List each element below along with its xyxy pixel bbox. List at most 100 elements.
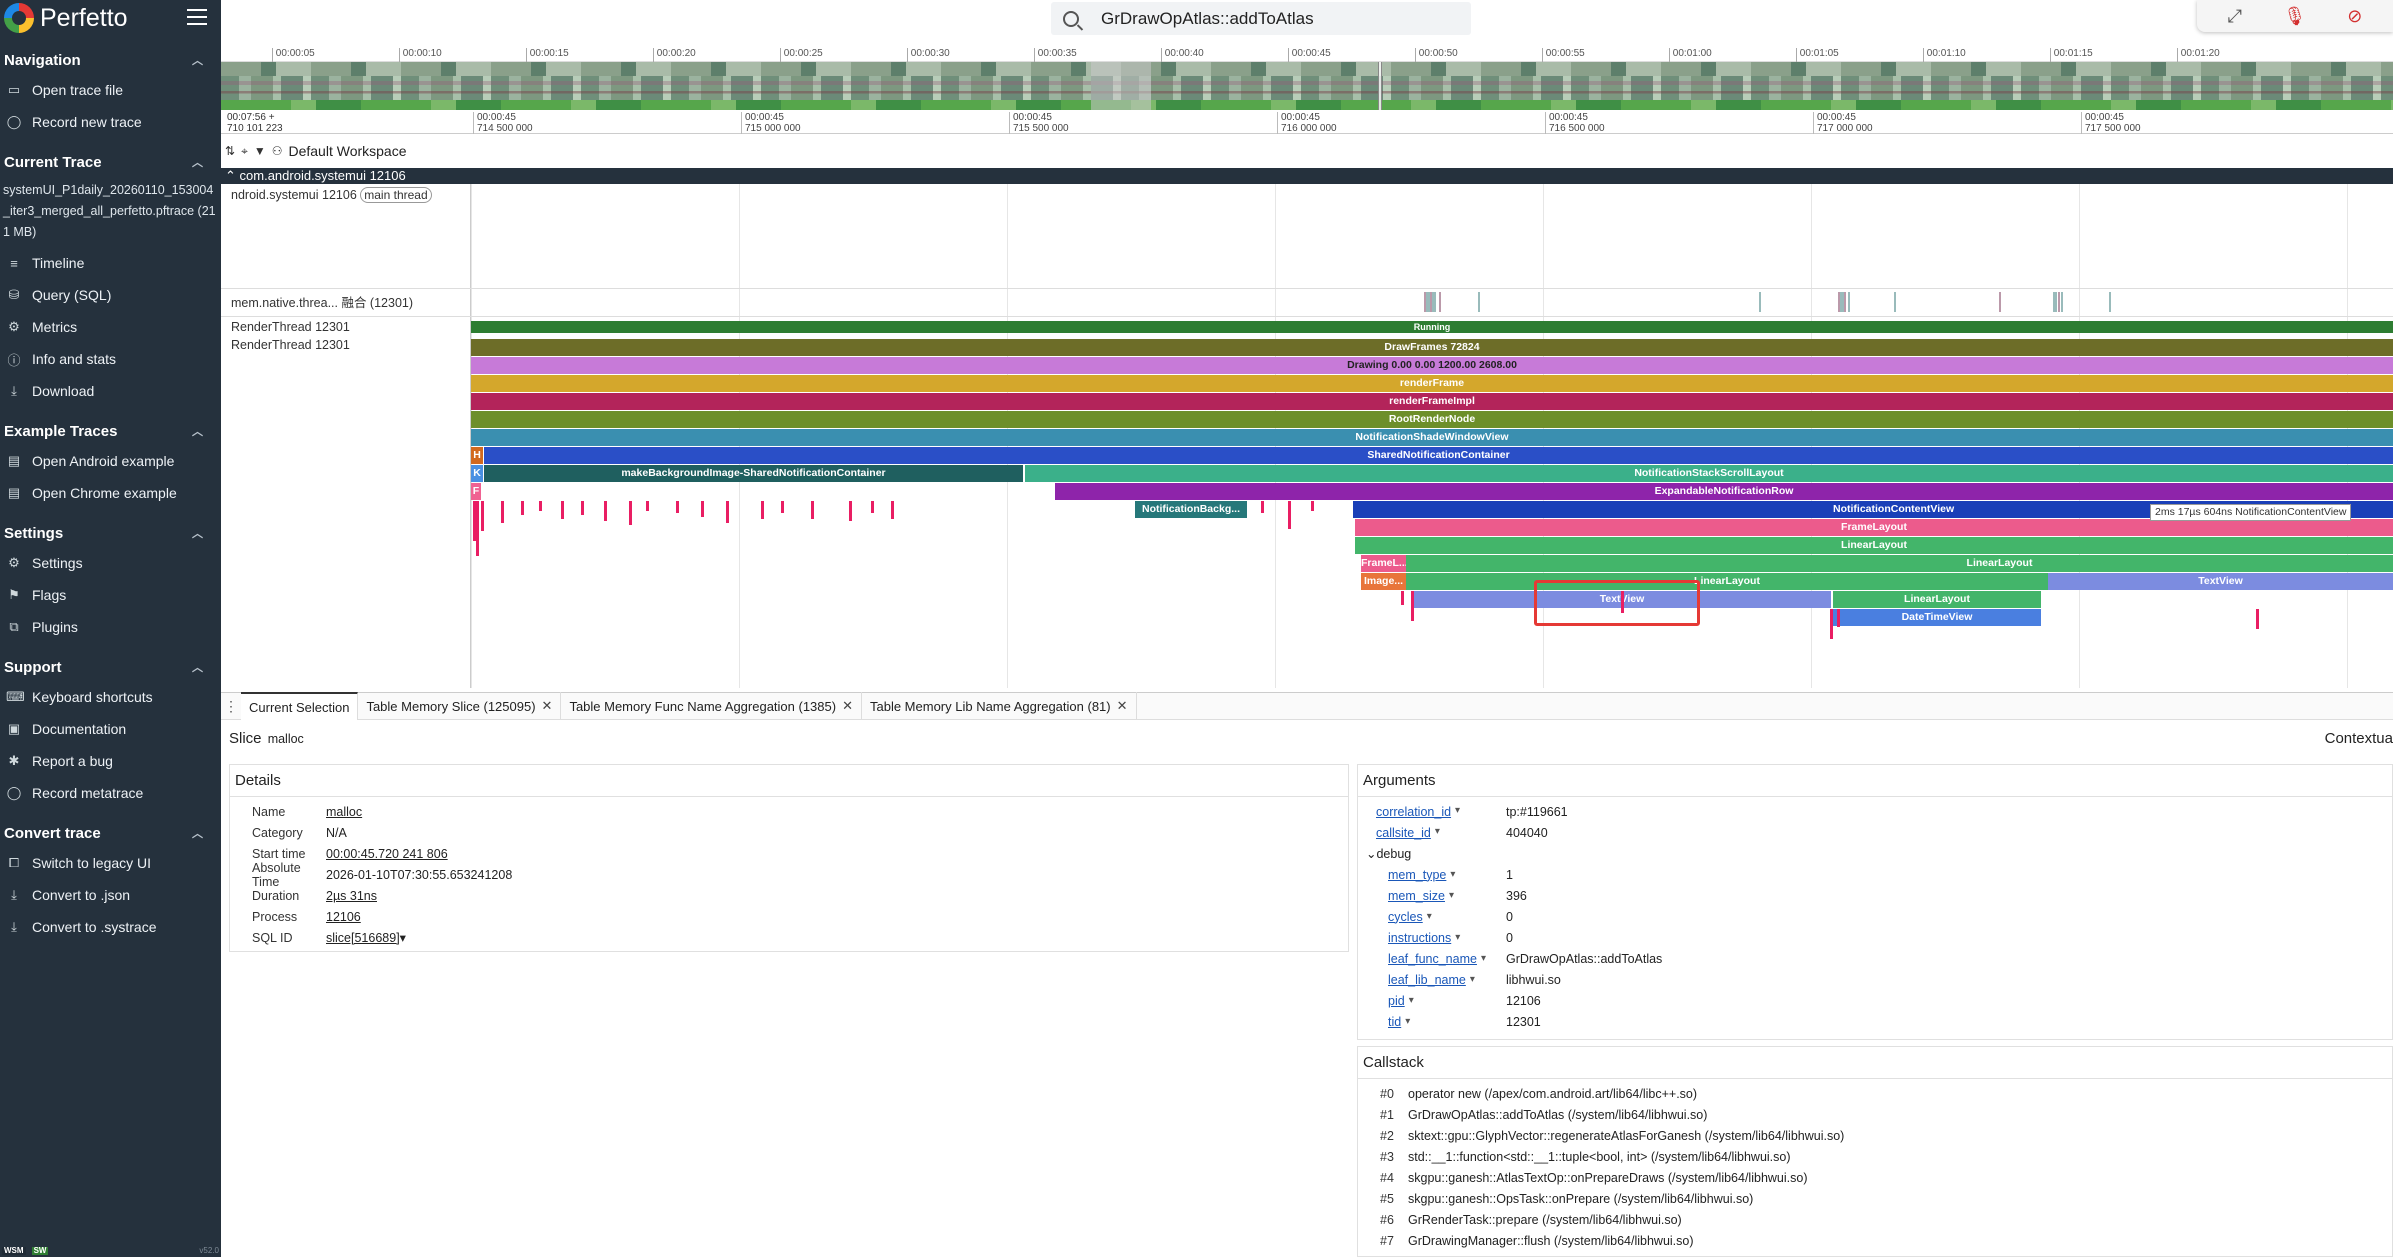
argument-key[interactable]: leaf_lib_name: [1388, 972, 1466, 987]
details-value[interactable]: 2µs 31ns: [326, 888, 377, 903]
slice-linearlayout-3[interactable]: LinearLayout: [1406, 573, 2048, 590]
dropdown-arrow-icon[interactable]: ▾: [1434, 825, 1440, 837]
slice-textview-2[interactable]: TextView: [2048, 573, 2393, 590]
close-icon[interactable]: ✕: [842, 698, 853, 713]
slice-sharednotificationcontainer[interactable]: SharedNotificationContainer: [484, 447, 2393, 464]
slice-framelayout[interactable]: FrameLayout: [1355, 519, 2393, 536]
slice-f[interactable]: F: [471, 483, 481, 500]
sidebar-section-title[interactable]: Current Trace︿: [0, 148, 221, 176]
overview-visible-window[interactable]: [1378, 62, 1382, 110]
sidebar-section-title[interactable]: Settings︿: [0, 519, 221, 547]
sidebar-item[interactable]: ◯Record new trace: [0, 106, 221, 138]
search-input[interactable]: GrDrawOpAtlas::addToAtlas: [1101, 8, 1314, 28]
argument-key[interactable]: pid: [1388, 993, 1405, 1008]
argument-key[interactable]: cycles: [1388, 909, 1423, 924]
chevron-up-icon[interactable]: ⌃: [225, 168, 236, 183]
dropdown-arrow-icon[interactable]: ▾: [1426, 911, 1432, 922]
slice-image-small[interactable]: Image...: [1361, 573, 1406, 590]
slice-makebackgroundimage[interactable]: makeBackgroundImage-SharedNotificationCo…: [484, 465, 1023, 482]
slice-notificationshadewindowview[interactable]: NotificationShadeWindowView: [471, 429, 2393, 446]
dropdown-arrow-icon[interactable]: ▾: [1448, 890, 1454, 901]
bottom-tab[interactable]: Table Memory Func Name Aggregation (1385…: [561, 692, 862, 720]
more-vert-icon[interactable]: ⋮: [224, 697, 238, 714]
process-track-header[interactable]: ⌃ com.android.systemui 12106: [221, 168, 2393, 184]
dropdown-arrow-icon[interactable]: ▾: [1480, 953, 1486, 964]
small-slice[interactable]: [539, 501, 542, 511]
slice-renderframeimpl[interactable]: renderFrameImpl: [471, 393, 2393, 410]
dropdown-arrow-icon[interactable]: ▾: [1455, 804, 1461, 816]
sidebar-section-title[interactable]: Support︿: [0, 653, 221, 681]
filter-icon[interactable]: ▼: [253, 144, 266, 158]
small-slice[interactable]: [1411, 591, 1414, 621]
overview-heatmap[interactable]: [221, 62, 2393, 110]
small-slice[interactable]: [781, 501, 784, 513]
dropdown-arrow-icon[interactable]: ▾: [1450, 869, 1456, 880]
small-slice[interactable]: [871, 501, 874, 513]
small-slice[interactable]: [476, 501, 479, 556]
dropdown-arrow-icon[interactable]: ▾: [1408, 995, 1414, 1006]
argument-group-debug[interactable]: ⌄ debug: [1366, 843, 2392, 864]
chevron-up-icon[interactable]: ︿: [192, 55, 203, 67]
small-slice[interactable]: [1401, 591, 1404, 605]
sidebar-item[interactable]: ⛁Query (SQL): [0, 279, 221, 311]
chevron-up-icon[interactable]: ︿: [192, 528, 203, 540]
small-slice[interactable]: [849, 501, 852, 521]
slice-drawframes[interactable]: DrawFrames 72824: [471, 339, 2393, 356]
slice-running[interactable]: Running: [471, 321, 2393, 333]
sidebar-item[interactable]: ⤓Convert to .json: [0, 879, 221, 911]
camera-off-icon[interactable]: ⊘: [2347, 5, 2363, 26]
small-slice[interactable]: [473, 501, 476, 541]
close-icon[interactable]: ✕: [1116, 698, 1128, 713]
chevron-down-icon[interactable]: ⌄: [1366, 847, 1377, 861]
details-value[interactable]: 12106: [326, 909, 361, 924]
sidebar-item[interactable]: ⚑Flags: [0, 579, 221, 611]
track-renderthread-slices[interactable]: RenderThread 12301: [231, 338, 350, 352]
small-slice[interactable]: [581, 501, 584, 515]
small-slice[interactable]: [646, 501, 649, 511]
small-slice[interactable]: [604, 501, 607, 521]
hamburger-menu-icon[interactable]: [187, 9, 207, 25]
slice-drawing[interactable]: Drawing 0.00 0.00 1200.00 2608.00: [471, 357, 2393, 374]
slice-notificationcontentview[interactable]: NotificationContentView: [1353, 501, 2393, 518]
slice-k[interactable]: K: [471, 465, 483, 482]
sidebar-item[interactable]: ⤓Convert to .systrace: [0, 911, 221, 943]
sidebar-item[interactable]: ⧠Switch to legacy UI: [0, 847, 221, 879]
slice-renderframe[interactable]: renderFrame: [471, 375, 2393, 392]
dropdown-arrow-icon[interactable]: ▾: [1469, 974, 1475, 985]
slice-datetimeview[interactable]: DateTimeView: [1833, 609, 2041, 626]
small-slice[interactable]: [676, 501, 679, 513]
sidebar-item[interactable]: ⚙Settings: [0, 547, 221, 579]
dropdown-arrow-icon[interactable]: ▾: [399, 931, 406, 945]
sidebar-item[interactable]: ⌨Keyboard shortcuts: [0, 681, 221, 713]
sidebar-item[interactable]: ▣Documentation: [0, 713, 221, 745]
slice-h[interactable]: H: [471, 447, 483, 464]
slice-expandablenotificationrow[interactable]: ExpandableNotificationRow: [1055, 483, 2393, 500]
sidebar-item[interactable]: ⧉Plugins: [0, 611, 221, 643]
sidebar-item[interactable]: ✱Report a bug: [0, 745, 221, 777]
small-slice[interactable]: [629, 501, 632, 525]
details-value[interactable]: slice[516689]: [326, 930, 400, 945]
small-slice[interactable]: [561, 501, 564, 519]
slice-notificationstackscrolllayout[interactable]: NotificationStackScrollLayout: [1025, 465, 2393, 482]
slice-linearlayout-4[interactable]: LinearLayout: [1833, 591, 2041, 608]
slice-framelayout-small[interactable]: FrameL...: [1361, 555, 1406, 572]
small-slice[interactable]: [1621, 591, 1624, 613]
track-mem[interactable]: mem.native.threa... 融合 (12301): [231, 296, 414, 310]
track-main-thread[interactable]: ndroid.systemui 12106 main thread: [231, 187, 432, 203]
sidebar-section-title[interactable]: Convert trace︿: [0, 819, 221, 847]
sidebar-item[interactable]: ▤Open Android example: [0, 445, 221, 477]
tracks-area[interactable]: ndroid.systemui 12106 main thread mem.na…: [221, 184, 2393, 688]
small-slice[interactable]: [2256, 609, 2259, 629]
argument-key[interactable]: correlation_id: [1376, 804, 1452, 819]
small-slice[interactable]: [1311, 501, 1314, 511]
sidebar-item[interactable]: ◯Record metatrace: [0, 777, 221, 809]
timeline-ruler[interactable]: 00:07:56 + 710 101 223 00:00:45 714 500 …: [221, 112, 2393, 134]
small-slice[interactable]: [811, 501, 814, 519]
bottom-tab[interactable]: Table Memory Slice (125095)✕: [358, 692, 562, 720]
small-slice[interactable]: [501, 501, 504, 523]
slice-linearlayout-1[interactable]: LinearLayout: [1355, 537, 2393, 554]
